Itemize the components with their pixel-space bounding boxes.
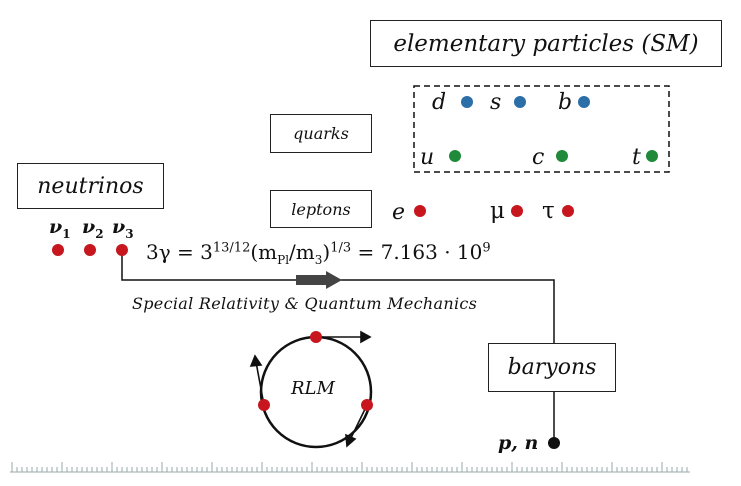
nu2-dot xyxy=(84,244,96,256)
baryons-box: baryons xyxy=(488,343,616,392)
nu3-dot xyxy=(116,244,128,256)
quark-b: b xyxy=(558,90,573,115)
quark-c: c xyxy=(532,145,545,170)
quarks-box: quarks xyxy=(270,114,372,153)
rlm-label: RLM xyxy=(291,378,335,399)
quarks-label: quarks xyxy=(293,124,349,143)
nu2-label: ν2 xyxy=(82,216,104,241)
sm-label: elementary particles (SM) xyxy=(393,30,699,57)
quark-u-dot xyxy=(449,150,461,162)
neutrinos-label: neutrinos xyxy=(37,173,144,199)
quark-c-dot xyxy=(556,150,568,162)
pn-label: p, n xyxy=(498,432,539,454)
direction-arrow xyxy=(296,271,342,289)
baryons-label: baryons xyxy=(507,355,597,380)
quark-t: t xyxy=(632,145,641,170)
quark-d: d xyxy=(432,90,447,115)
neutrinos-box: neutrinos xyxy=(17,163,164,209)
caption: Special Relativity & Quantum Mechanics xyxy=(132,294,478,313)
formula: 3γ = 313/12(mPl/m3)1/3 = 7.163 · 109 xyxy=(146,240,491,267)
quark-u: u xyxy=(420,145,435,170)
quark-s: s xyxy=(490,90,502,115)
nu1-dot xyxy=(52,244,64,256)
leptons-label: leptons xyxy=(291,199,351,219)
quark-d-dot xyxy=(461,96,473,108)
nu1-label: ν1 xyxy=(49,216,71,241)
lepton-mu-dot xyxy=(511,205,523,217)
lepton-e-dot xyxy=(414,205,426,217)
lepton-mu: μ xyxy=(490,198,505,224)
nu3-label: ν3 xyxy=(112,216,134,241)
lepton-e: e xyxy=(392,200,406,225)
quark-s-dot xyxy=(514,96,526,108)
quark-b-dot xyxy=(578,96,590,108)
lepton-tau-dot xyxy=(562,205,574,217)
sm-box: elementary particles (SM) xyxy=(370,20,722,67)
quark-t-dot xyxy=(646,150,658,162)
lepton-tau: τ xyxy=(542,198,555,224)
pn-dot xyxy=(548,437,560,449)
leptons-box: leptons xyxy=(270,190,372,228)
